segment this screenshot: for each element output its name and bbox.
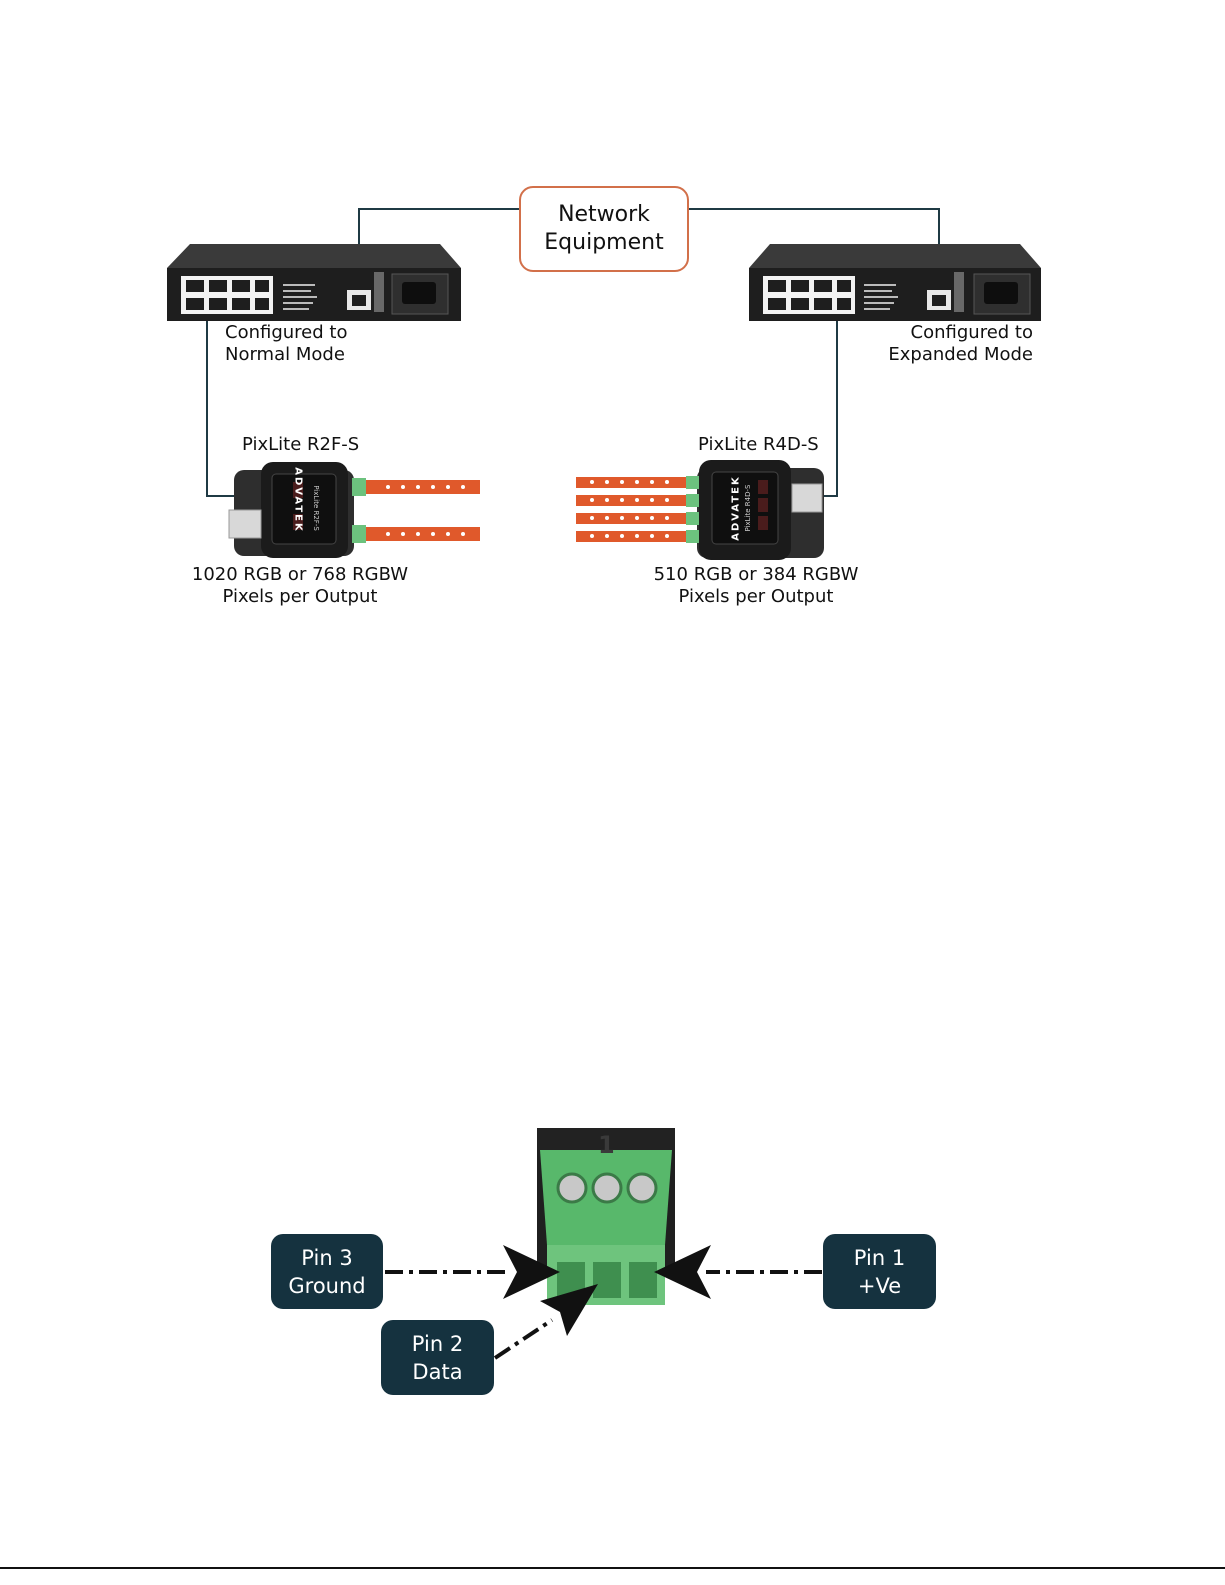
right-capacity-label: 510 RGB or 384 RGBW Pixels per Output xyxy=(636,564,876,608)
left-mode-line1: Configured to xyxy=(225,322,347,344)
left-controller-eth-jack xyxy=(229,510,261,538)
right-controller-name: PixLite R4D-S xyxy=(698,434,819,456)
network-line1: Network xyxy=(558,201,650,229)
left-switch xyxy=(167,244,461,321)
right-switch-ports xyxy=(763,276,855,314)
connector-number: 1 xyxy=(598,1131,615,1159)
pin2-line2: Data xyxy=(412,1358,462,1386)
pin1-line2: +Ve xyxy=(858,1272,901,1300)
left-mode-line2: Normal Mode xyxy=(225,344,347,366)
pin3-label: Pin 3 Ground xyxy=(271,1234,383,1309)
pin1-label: Pin 1 +Ve xyxy=(823,1234,936,1309)
network-line2: Equipment xyxy=(544,229,663,257)
right-switch-mode-label: Configured to Expanded Mode xyxy=(885,322,1033,366)
pin2-line1: Pin 2 xyxy=(412,1330,463,1358)
screw-3 xyxy=(628,1174,656,1202)
right-capacity-line1: 510 RGB or 384 RGBW xyxy=(636,564,876,586)
screw-2 xyxy=(593,1174,621,1202)
left-controller-name: PixLite R2F-S xyxy=(242,434,359,456)
right-mode-line1: Configured to xyxy=(885,322,1033,344)
left-controller xyxy=(229,462,480,558)
left-capacity-label: 1020 RGB or 768 RGBW Pixels per Output xyxy=(180,564,420,608)
pin3-line2: Ground xyxy=(288,1272,365,1300)
right-controller-eth-jack xyxy=(792,484,822,512)
right-switch xyxy=(749,244,1041,321)
right-controller xyxy=(576,460,824,560)
right-capacity-line2: Pixels per Output xyxy=(636,586,876,608)
left-capacity-line1: 1020 RGB or 768 RGBW xyxy=(180,564,420,586)
screw-1 xyxy=(558,1174,586,1202)
page-bottom-rule xyxy=(0,1567,1225,1569)
right-controller-model-print: PixLite R4D-S xyxy=(744,485,752,532)
pin1-line1: Pin 1 xyxy=(854,1244,905,1272)
left-controller-model-print: PixLite R2F-S xyxy=(312,485,320,531)
pin2-label: Pin 2 Data xyxy=(381,1320,494,1395)
left-switch-mode-label: Configured to Normal Mode xyxy=(225,322,347,366)
right-controller-brand: ADVATEK xyxy=(731,475,742,540)
network-equipment-box: Network Equipment xyxy=(519,186,689,272)
right-mode-line2: Expanded Mode xyxy=(885,344,1033,366)
pin3-line1: Pin 3 xyxy=(301,1244,352,1272)
left-capacity-line2: Pixels per Output xyxy=(180,586,420,608)
left-switch-ports xyxy=(181,276,273,314)
left-controller-brand: ADVATEK xyxy=(293,467,304,532)
